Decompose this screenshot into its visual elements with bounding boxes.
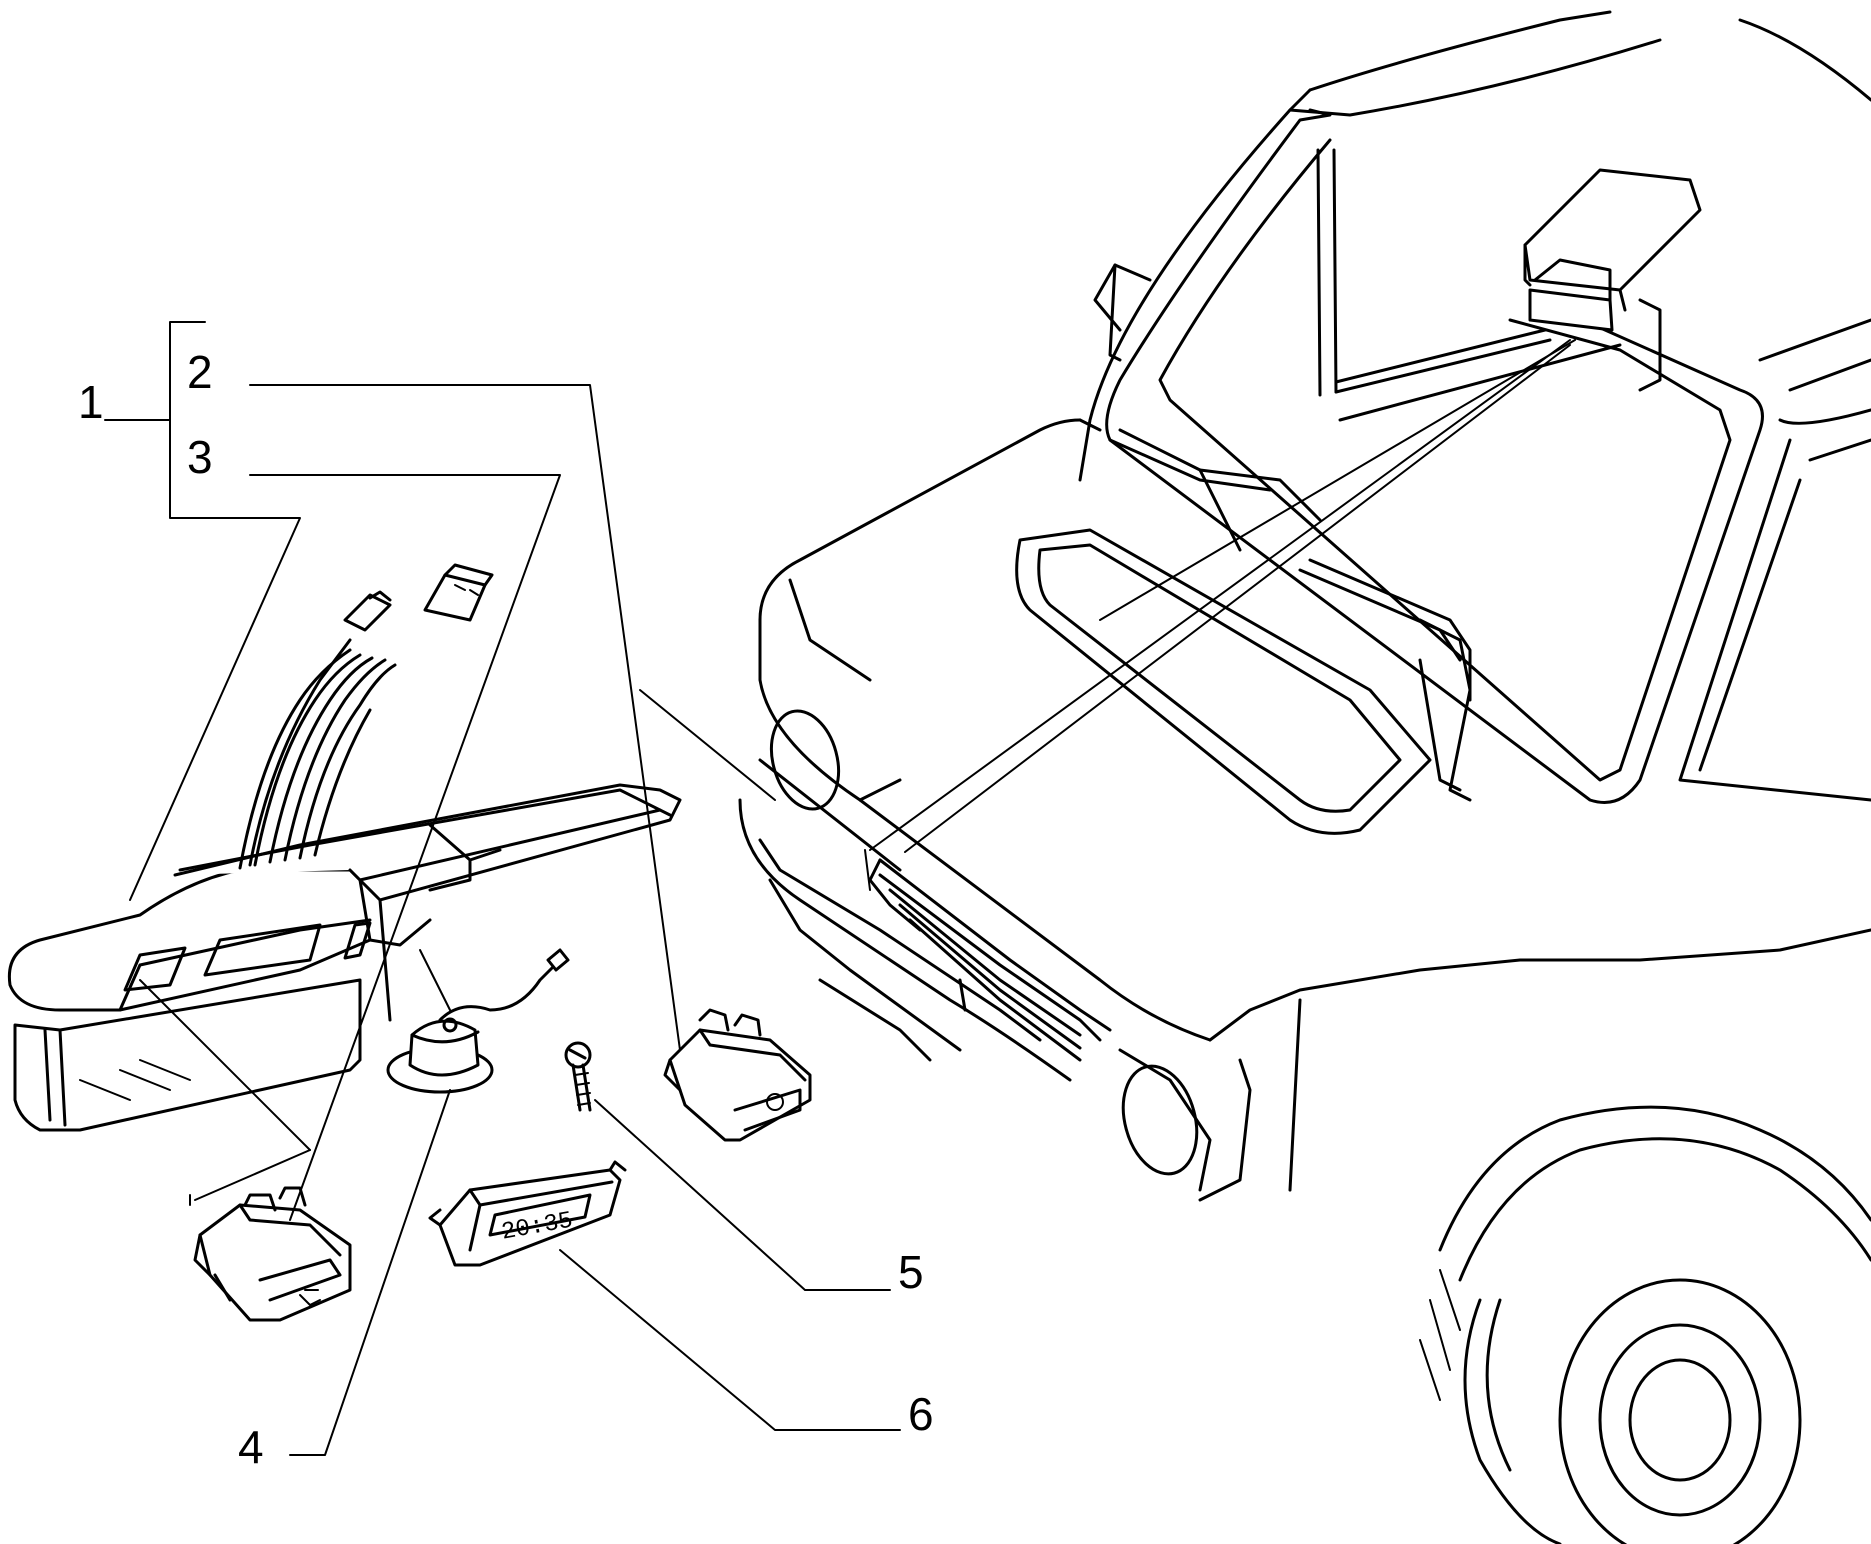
part-label-5: 5	[898, 1246, 924, 1298]
van-drawing	[738, 10, 1871, 1544]
digital-clock: 20:35	[428, 1160, 627, 1267]
part-numbers: 1 2 3 4 5 6	[78, 346, 934, 1473]
part-label-3: 3	[187, 431, 213, 483]
part-label-4: 4	[238, 1421, 264, 1473]
screw	[564, 1041, 592, 1112]
part-label-2: 2	[187, 346, 213, 398]
overhead-console	[7, 563, 682, 1132]
switch-part-3	[193, 1186, 352, 1322]
buzzer	[386, 948, 570, 1094]
part-label-6: 6	[908, 1388, 934, 1440]
part-label-1: 1	[78, 376, 104, 428]
leader-lines	[104, 321, 901, 1456]
switch-part-2	[663, 1008, 812, 1142]
